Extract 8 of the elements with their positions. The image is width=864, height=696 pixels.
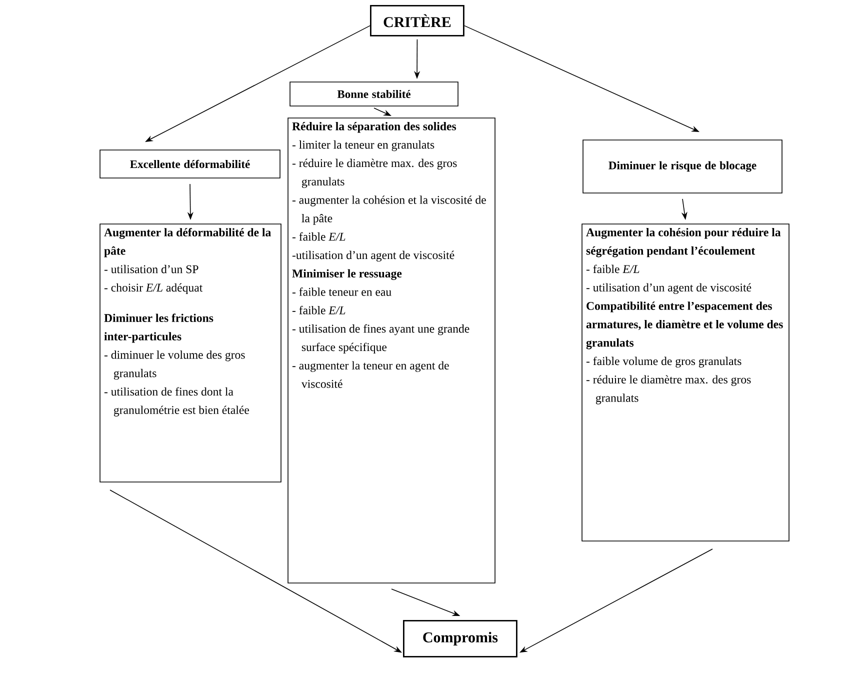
content-box: Réduire la séparation des solides - limiter la teneur en granulats - réduire le diamètre max. des gros granulats - augmenter la cohésion et la viscosité de la pâte - faible E/L -utilisation d’un agent de viscosité Minimiser le ressuage - faible teneur en eau - faible E/L - utilisation de fines ayant une grande surface spécifique - augmenter la teneur en agent de viscosité [288, 118, 496, 584]
criterion-box: Excellente déformabilité [100, 150, 280, 178]
criterion-box: Bonne stabilité [290, 82, 458, 106]
title-box: CRITÈRE [370, 5, 464, 36]
criterion-box: Diminuer le risque de blocage [582, 140, 782, 194]
content-box: Augmenter la cohésion pour réduire la ségrégation pendant l’écoulement - faible E/L - utilisation d’un agent de viscosité Compatibilité entre l’espacement des armatures, le diamètre et le volume des granulats - faible volume de gros granulats - réduire le diamètre max. des gros granulats [582, 224, 790, 542]
title-box: Compromis [403, 620, 518, 658]
content-box: Augmenter la déformabilité de la pâte - utilisation d’un SP - choisir E/L adéquat Diminuer les frictions inter-particules - diminuer le volume des gros granulats - utilisation de fines dont la granulométrie est bien étalée [100, 224, 282, 482]
